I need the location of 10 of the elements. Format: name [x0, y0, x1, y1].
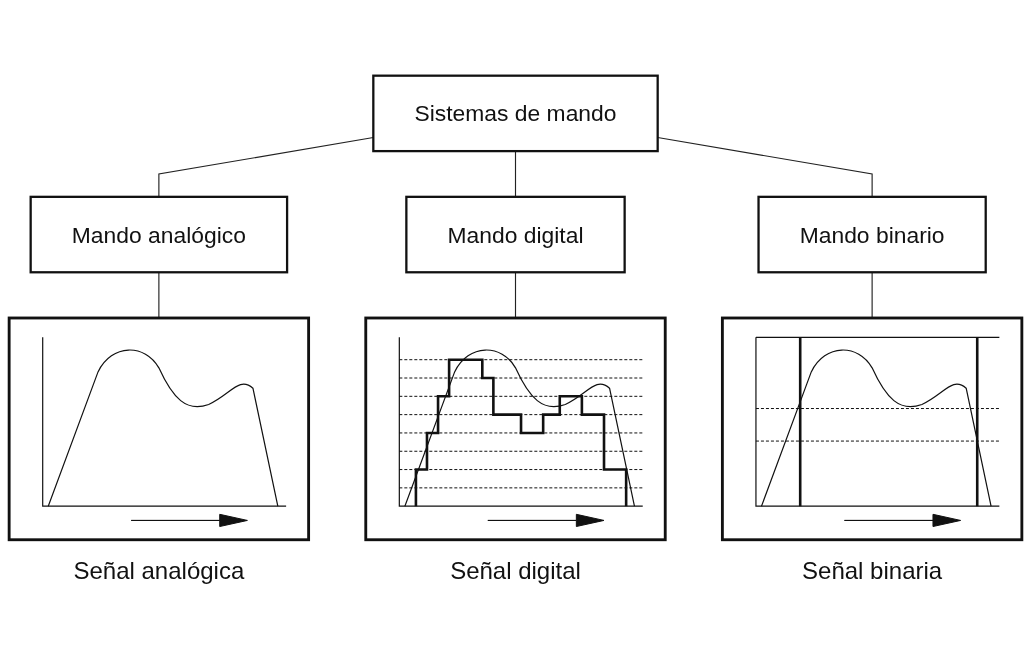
signal-caption: Señal analógica [73, 556, 245, 584]
process-box: Mando digital [405, 195, 626, 274]
signal-caption: Señal digital [450, 556, 581, 584]
signal-caption: Señal binaria [802, 556, 943, 584]
process-box: Mando analógico [29, 195, 289, 274]
process-box: Mando binario [757, 195, 987, 274]
signal-chart-box [7, 316, 311, 542]
signal-chart-box [364, 316, 667, 542]
signal-chart-box [720, 316, 1024, 542]
process-box: Sistemas de mando [372, 74, 659, 153]
